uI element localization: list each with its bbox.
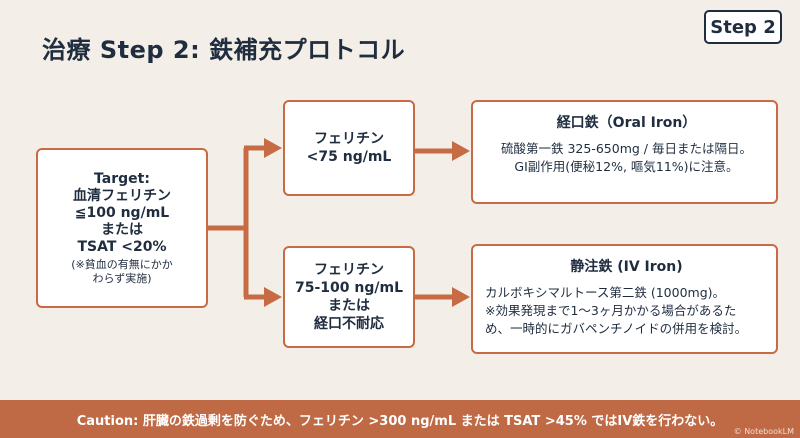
condition1-line2: <75 ng/mL — [306, 149, 392, 165]
condition2-line4: 経口不耐応 — [314, 316, 384, 332]
result1-title: 経口鉄（Oral Iron） — [556, 115, 697, 131]
result-box-iv-iron: 静注鉄 (IV Iron) カルボキシマルトース第二鉄 (1000mg)。 ※効… — [471, 244, 778, 354]
condition-box-low-ferritin: フェリチン <75 ng/mL — [283, 100, 415, 196]
arrow-head-cond1 — [264, 138, 282, 158]
target-ferritin: 血清フェリチン — [73, 187, 171, 204]
condition2-line3: または — [328, 298, 370, 314]
step-badge: Step 2 — [704, 10, 782, 44]
target-box: Target: 血清フェリチン ≦100 ng/mL または TSAT <20%… — [36, 148, 208, 308]
target-note: (※貧血の有無にかか わらず実施) — [71, 257, 173, 285]
result-box-oral-iron: 経口鉄（Oral Iron） 硫酸第一鉄 325-650mg / 毎日または隔日… — [471, 100, 778, 204]
page-title: 治療 Step 2: 鉄補充プロトコル — [42, 36, 406, 64]
arrow-head-cond2 — [264, 287, 282, 307]
arrow-head-result1 — [452, 141, 470, 161]
target-ferritin-value: ≦100 ng/mL — [74, 204, 170, 221]
condition2-line1: フェリチン — [314, 262, 384, 278]
caution-text: Caution: 肝臓の鉄過剰を防ぐため、フェリチン >300 ng/mL また… — [76, 413, 724, 429]
result2-title: 静注鉄 (IV Iron) — [570, 259, 683, 275]
condition2-line2: 75-100 ng/mL — [294, 280, 403, 296]
target-or: または — [101, 221, 143, 238]
result2-description: カルボキシマルトース第二鉄 (1000mg)。 ※効果発現まで1〜3ヶ月かかる場… — [485, 285, 748, 336]
arrow-head-result2 — [452, 287, 470, 307]
result1-description: 硫酸第一鉄 325-650mg / 毎日または隔日。 GI副作用(便秘12%, … — [501, 141, 752, 174]
watermark: © NotebookLM — [733, 427, 794, 436]
caution-banner: Caution: 肝臓の鉄過剰を防ぐため、フェリチン >300 ng/mL また… — [0, 400, 800, 438]
condition1-line1: フェリチン — [314, 131, 384, 147]
condition-box-mid-ferritin: フェリチン 75-100 ng/mL または 経口不耐応 — [283, 246, 415, 348]
target-label: Target: — [94, 170, 150, 187]
target-tsat: TSAT <20% — [77, 238, 167, 255]
